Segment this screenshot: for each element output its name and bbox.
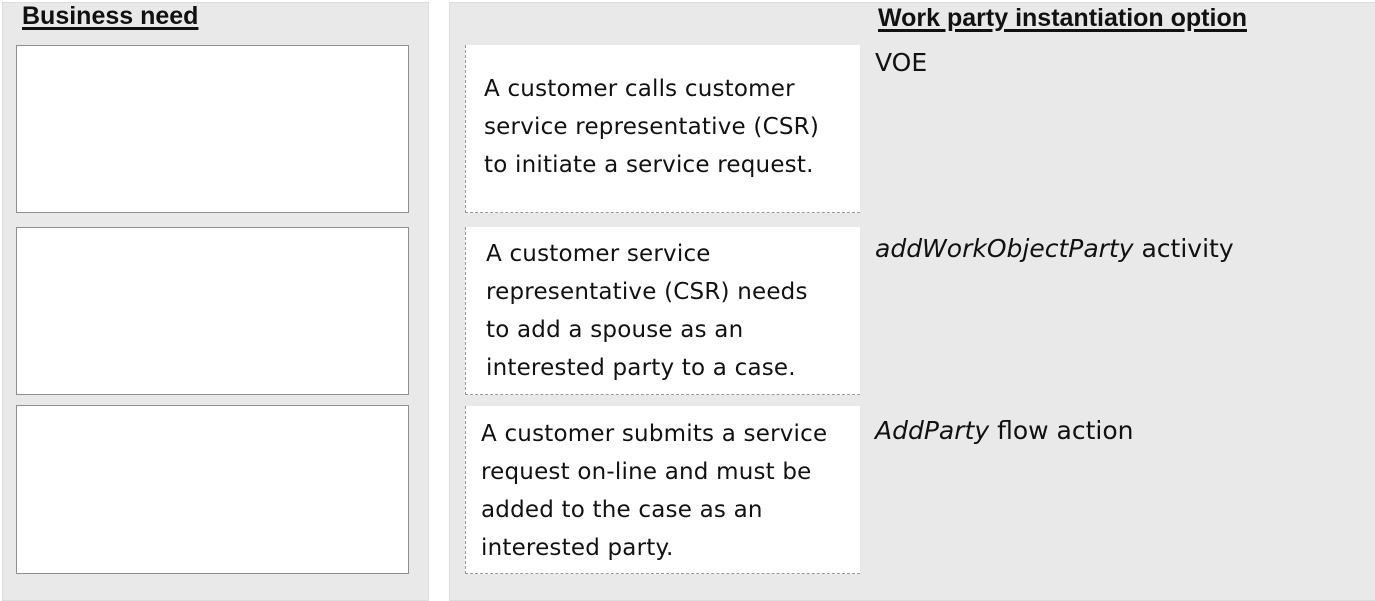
item-text: interested party. [481, 535, 674, 561]
item-text: request on-line and must be [481, 459, 812, 485]
item-text: A customer calls customer [484, 76, 795, 102]
option-text: activity [1133, 234, 1234, 263]
option-italic: AddParty [875, 416, 990, 445]
item-text: to add a spouse as an [486, 317, 744, 343]
option-addworkobjectparty: addWorkObjectParty activity [875, 234, 1234, 263]
item-text: added to the case as an [481, 497, 763, 523]
drop-target-2[interactable] [16, 227, 409, 395]
draggable-item-2[interactable]: A customer service representative (CSR) … [465, 227, 860, 395]
option-addparty: AddParty flow action [875, 416, 1133, 445]
option-voe: VOE [875, 48, 927, 77]
draggable-item-3[interactable]: A customer submits a service request on-… [465, 406, 860, 574]
drop-target-3[interactable] [16, 405, 409, 574]
item-text: service representative (CSR) [484, 114, 819, 140]
item-text: representative (CSR) needs [486, 279, 808, 305]
business-need-heading: Business need [22, 2, 199, 30]
drop-target-1[interactable] [16, 45, 409, 213]
option-text: flow action [989, 416, 1134, 445]
item-text: to initiate a service request. [484, 152, 814, 178]
option-text: VOE [875, 48, 928, 77]
draggable-item-1[interactable]: A customer calls customer service repres… [465, 45, 860, 213]
item-text: interested party to a case. [486, 355, 796, 381]
item-text: A customer service [486, 241, 711, 267]
item-text: A customer submits a service [481, 421, 828, 447]
option-italic: addWorkObjectParty [875, 234, 1134, 263]
work-party-option-heading: Work party instantiation option [878, 4, 1247, 32]
